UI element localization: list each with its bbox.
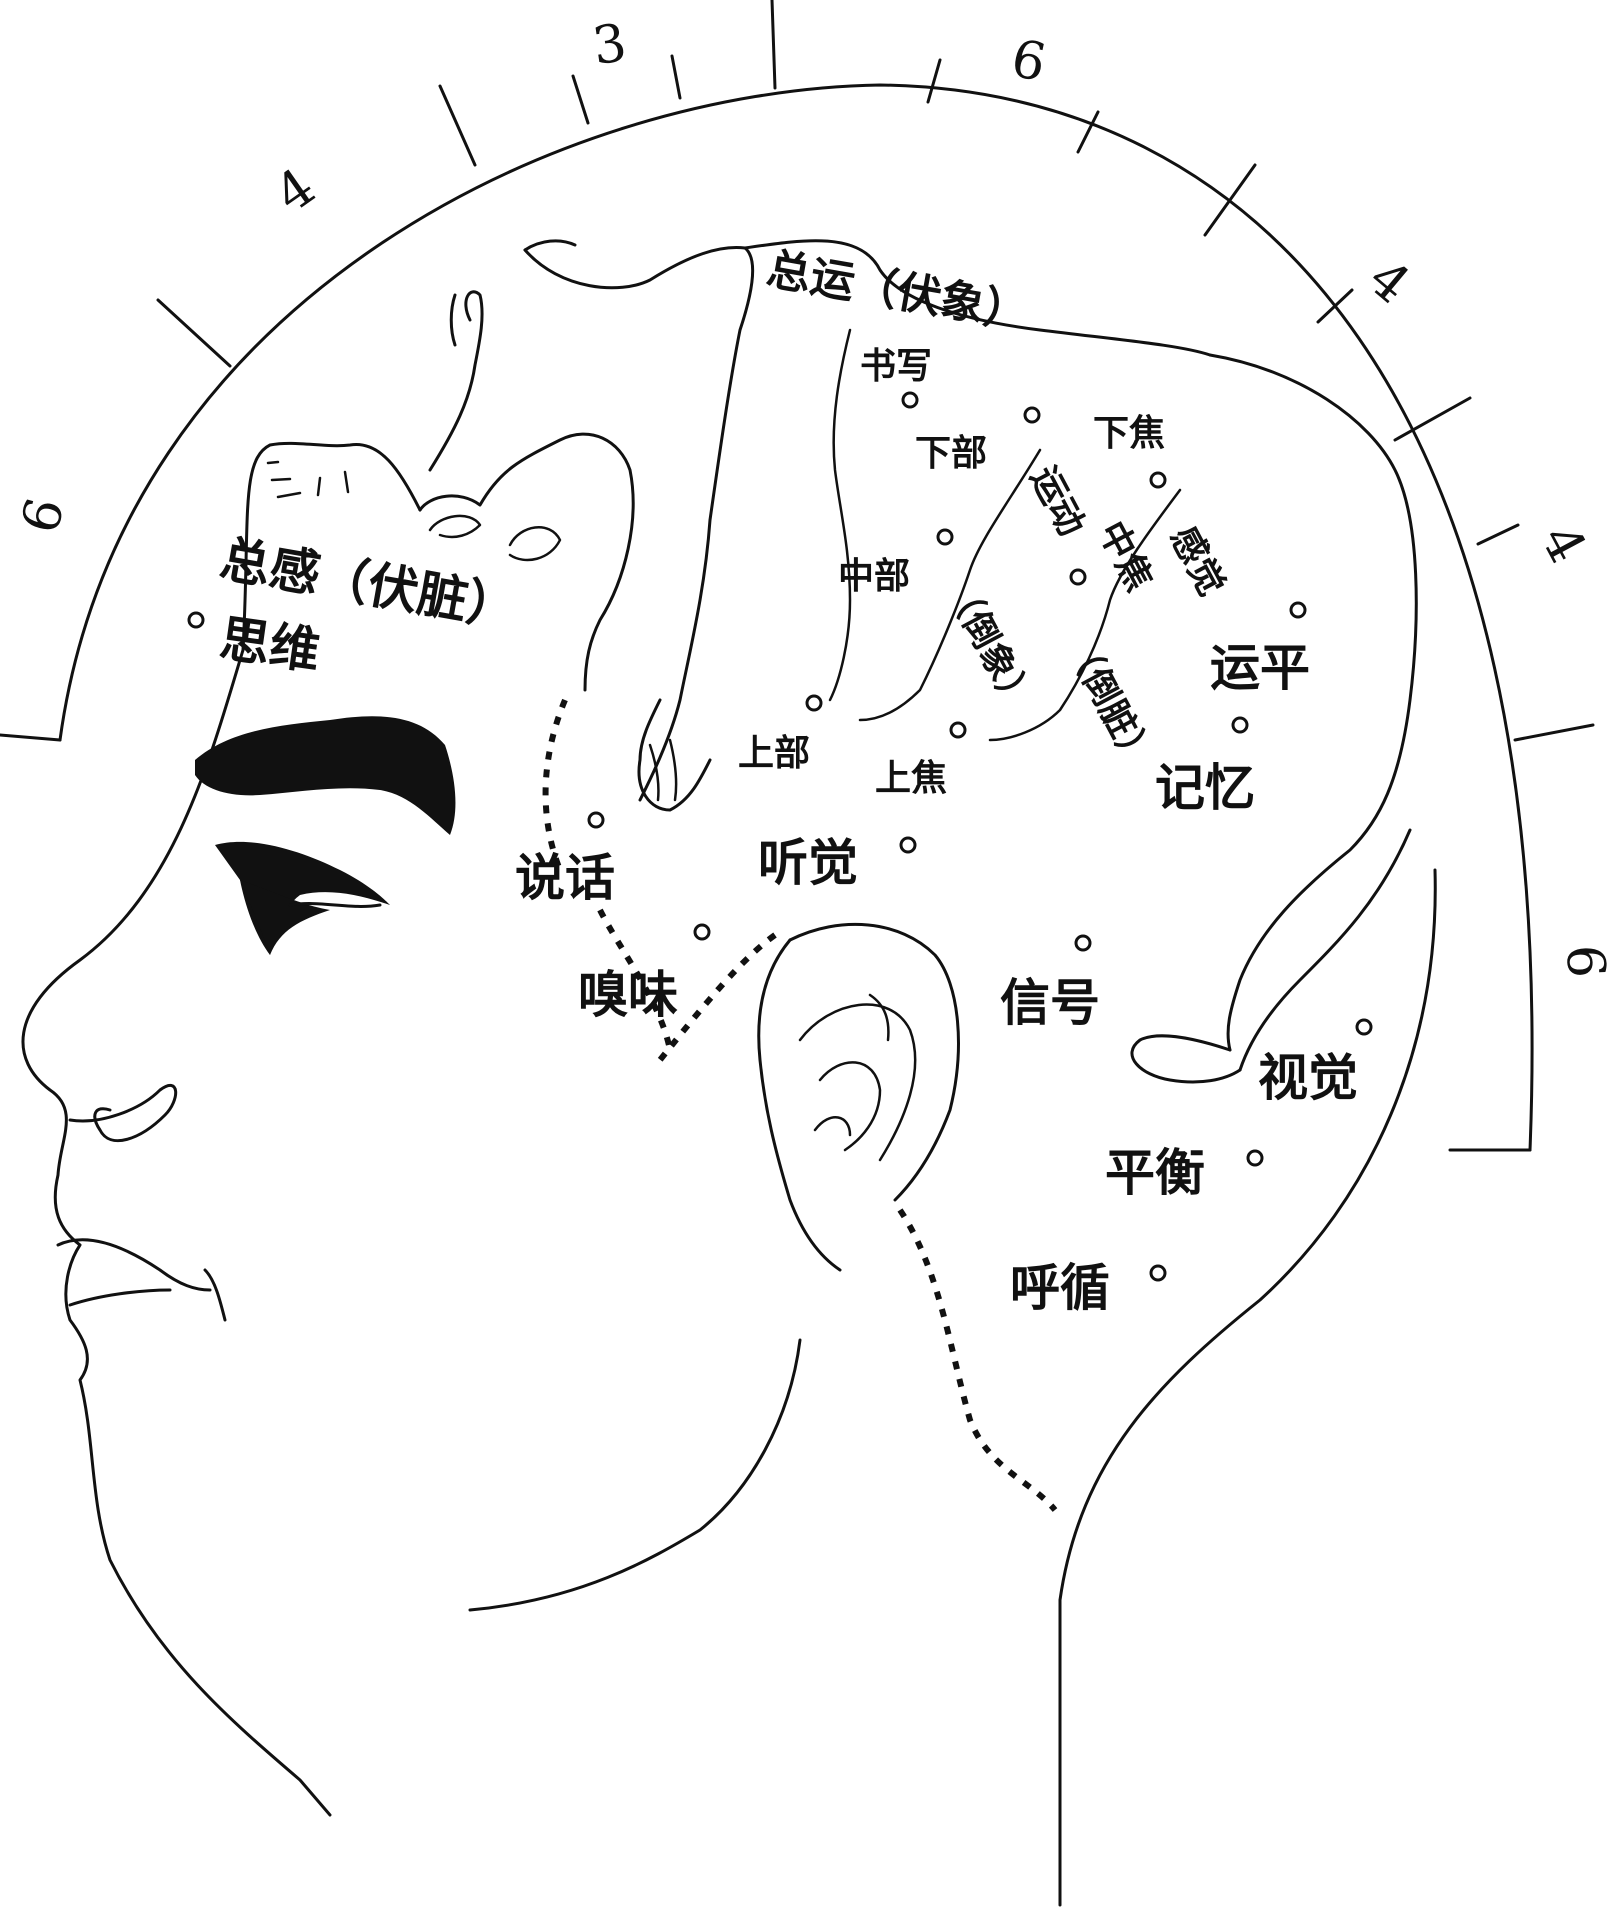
scale-number-left-6: 6	[10, 492, 77, 539]
label-dao-zang: （倒脏）	[1057, 630, 1162, 777]
acupoint-markers	[187, 391, 1373, 1282]
label-shang-bu: 上部	[738, 732, 810, 774]
label-zhong-bu: 中部	[838, 555, 910, 597]
label-shu-xie: 书写	[860, 345, 932, 387]
scale-number-upper-left-4: 4	[264, 157, 326, 225]
label-xin-hao: 信号	[1000, 973, 1100, 1032]
nose-drawing	[68, 1083, 178, 1143]
point-ting-jue	[899, 836, 917, 854]
scale-number-top-6: 6	[1006, 29, 1051, 95]
point-xin-hao	[1074, 934, 1092, 952]
point-xia-bu	[1023, 406, 1041, 424]
point-ping-heng	[1246, 1149, 1264, 1167]
point-shi-jue	[1355, 1018, 1373, 1036]
label-ji-yi: 记忆	[1155, 758, 1255, 817]
scale-arc	[0, 0, 1595, 1152]
homunculus-figure	[418, 239, 1418, 1084]
point-shang-bu	[805, 694, 823, 712]
mouth-drawing	[56, 1238, 227, 1322]
point-xia-jiao	[1149, 471, 1167, 489]
label-gan-jue: 感觉	[1162, 520, 1233, 603]
point-hu-xun	[1149, 1264, 1167, 1282]
label-ping-heng: 平衡	[1105, 1143, 1205, 1202]
label-hu-xun: 呼循	[1010, 1258, 1110, 1317]
point-shuo-hua	[587, 811, 605, 829]
ear-drawing	[757, 922, 960, 1272]
label-zhong-jiao: 中焦	[1090, 515, 1161, 598]
label-xiu-wei: 嗅味	[578, 965, 678, 1024]
label-xia-jiao: 下焦	[1093, 412, 1165, 454]
point-ji-yi	[1231, 716, 1249, 734]
label-dao-xiang: （倒象）	[937, 573, 1042, 720]
label-ting-jue: 听觉	[758, 833, 858, 892]
point-yun-ping	[1289, 601, 1307, 619]
label-si-wei: 思维	[216, 608, 323, 680]
scale-number-upper-right-4: 4	[1357, 248, 1421, 315]
eyebrow-drawing	[195, 716, 456, 835]
label-shi-jue: 视觉	[1258, 1048, 1358, 1107]
head-profile-outline	[21, 441, 1437, 1907]
eye-drawing	[215, 841, 390, 955]
point-xiu-wei	[693, 923, 711, 941]
label-yun-ping: 运平	[1210, 638, 1310, 697]
label-shang-jiao: 上焦	[875, 757, 947, 799]
label-yun-dong: 运动	[1022, 460, 1093, 543]
point-si-wei	[187, 611, 205, 629]
dashed-guides	[542, 698, 1058, 1512]
scale-number-right-4: 4	[1529, 515, 1598, 572]
scale-number-right-6: 6	[1554, 944, 1615, 979]
point-shu-xie	[901, 391, 919, 409]
label-shuo-hua: 说话	[515, 848, 615, 907]
point-zhong-jiao	[1069, 568, 1087, 586]
point-shang-jiao	[949, 721, 967, 739]
label-xia-bu: 下部	[915, 432, 987, 474]
scale-number-top-3: 3	[589, 13, 630, 77]
point-zhong-bu	[936, 528, 954, 546]
label-zong-yun: 总运（伏象）	[763, 244, 1032, 340]
